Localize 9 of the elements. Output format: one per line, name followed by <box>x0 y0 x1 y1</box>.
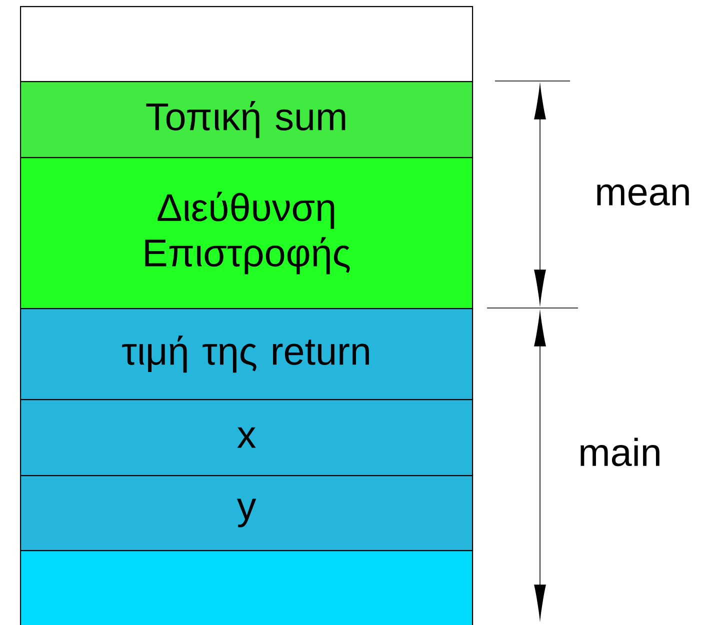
dimension-label: main <box>580 438 660 466</box>
stack-frame: Τοπική sum <box>20 81 474 158</box>
stack-frame: τιμή της return <box>20 308 474 400</box>
stack-frame: x <box>20 399 474 476</box>
dimension-label: mean <box>597 184 689 206</box>
empty-stack-frame <box>20 550 474 625</box>
stack-frame: Διεύθυνση Επιστροφής <box>20 157 474 310</box>
stack-frame: y <box>20 475 474 552</box>
empty-stack-frame <box>20 6 474 82</box>
